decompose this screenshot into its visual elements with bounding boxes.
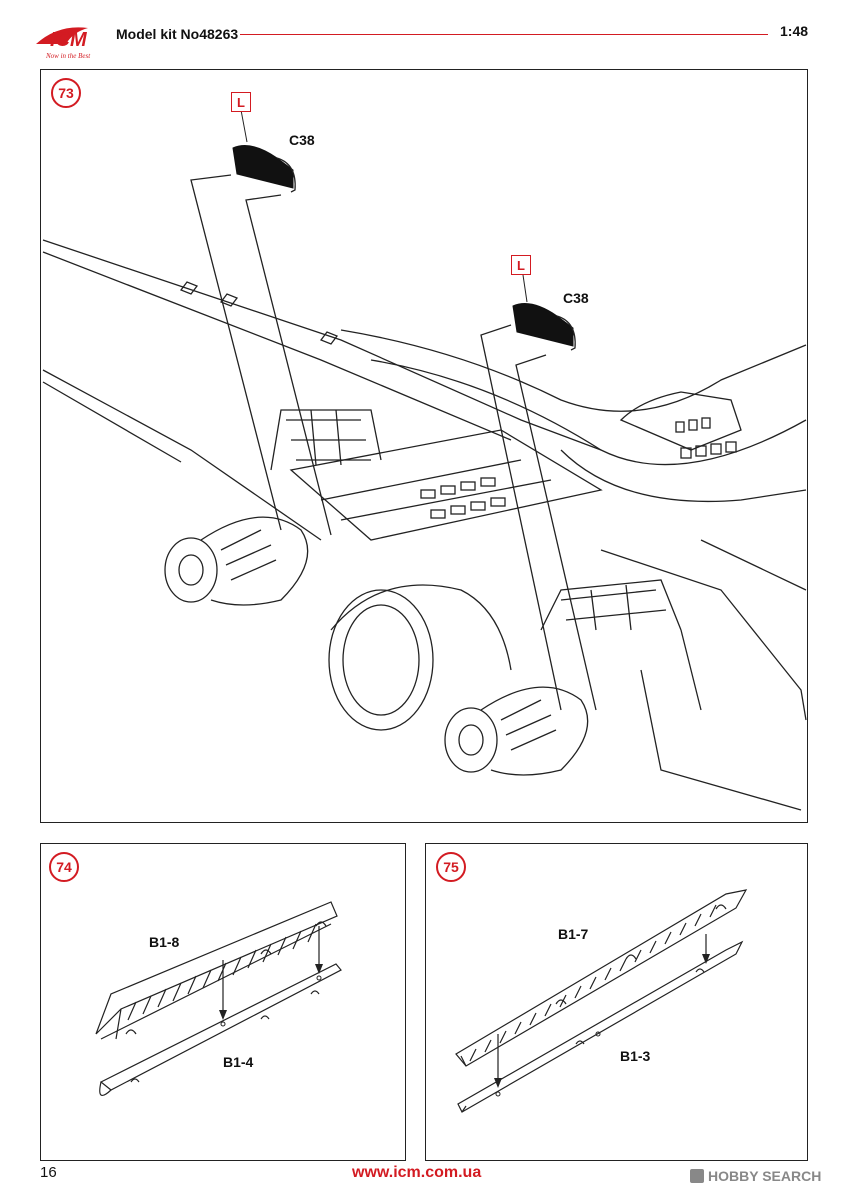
svg-text:ICM: ICM (50, 29, 88, 51)
watermark-text: HOBBY SEARCH (708, 1168, 822, 1184)
step-number-badge: 73 (51, 78, 81, 108)
svg-text:Now in the Best: Now in the Best (45, 52, 91, 60)
part-label-c38-lower: C38 (563, 290, 589, 306)
step-number-badge: 74 (49, 852, 79, 882)
website-link[interactable]: www.icm.com.ua (352, 1164, 482, 1181)
icm-logo: ICM Now in the Best (36, 27, 91, 60)
scale-label: 1:48 (780, 23, 809, 39)
step-75-panel: 75 B1-7 B1-3 (425, 843, 808, 1161)
shop-icon (690, 1169, 704, 1183)
aircraft-assembly-drawing (42, 109, 807, 811)
step-number-badge: 75 (436, 852, 466, 882)
part-label-b1-7: B1-7 (558, 926, 589, 942)
page-number: 16 (40, 1164, 57, 1181)
step-73-panel: 73 (40, 69, 808, 823)
l-tag-upper: L (231, 92, 251, 112)
header-rule (240, 34, 768, 35)
l-tag-lower: L (511, 255, 531, 275)
kit-number: Model kit No48263 (116, 26, 239, 42)
part-label-b1-3: B1-3 (620, 1048, 651, 1064)
part-c38-lower (512, 303, 576, 351)
flap-assembly-drawing-74 (95, 901, 342, 1097)
step-74-panel: 74 B1-8 B1-4 (40, 843, 406, 1161)
part-label-b1-8: B1-8 (149, 934, 180, 950)
flap-assembly-drawing-75 (455, 889, 748, 1113)
part-label-b1-4: B1-4 (223, 1054, 254, 1070)
watermark: HOBBY SEARCH (690, 1168, 821, 1184)
part-label-c38-upper: C38 (289, 132, 315, 148)
part-c38-upper (232, 145, 296, 193)
